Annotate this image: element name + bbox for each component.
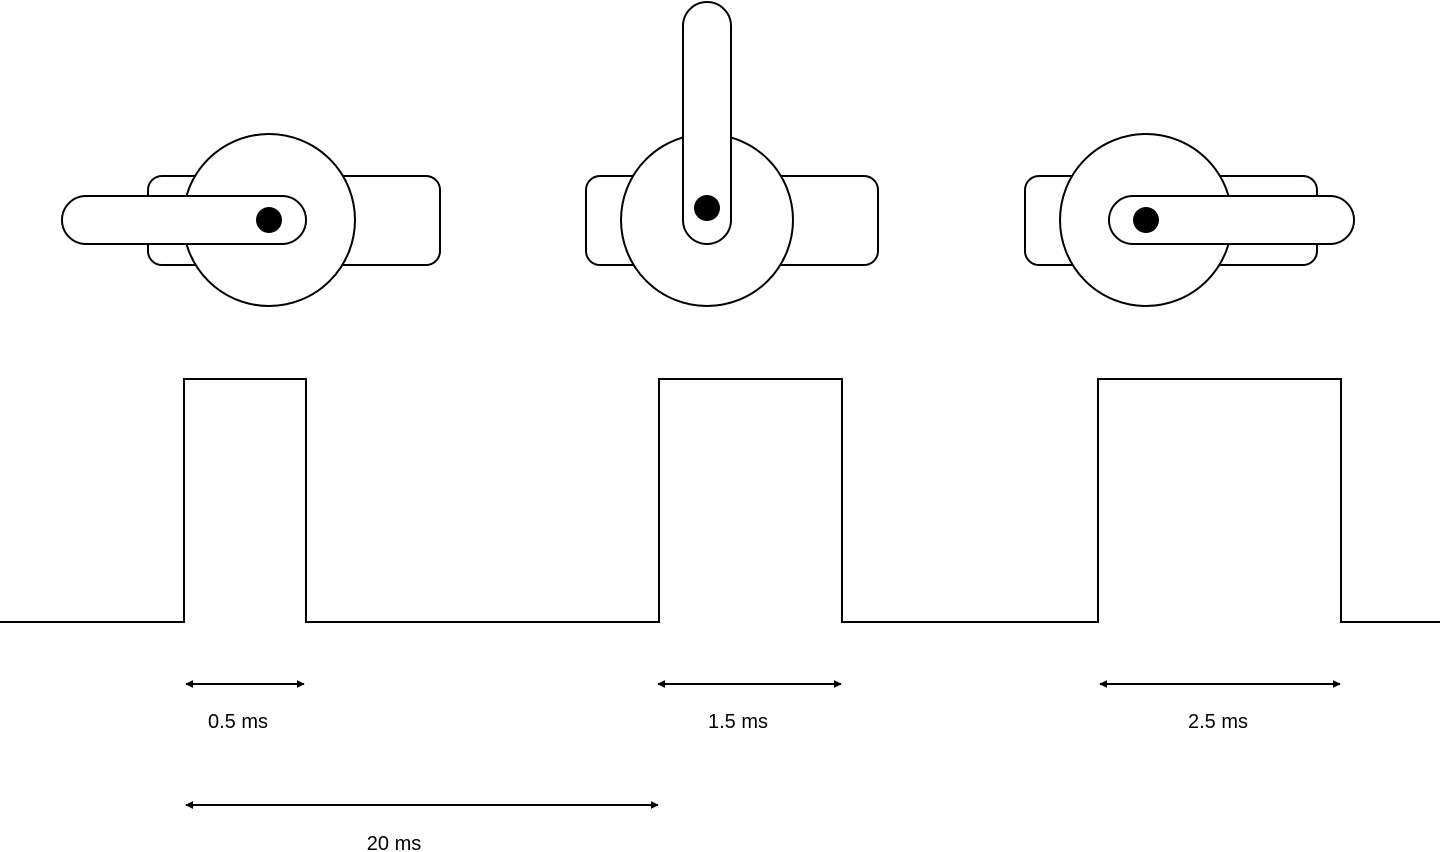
servo-center-horn <box>682 1 732 245</box>
servo-center <box>585 1 879 307</box>
servo-left-shaft <box>256 207 282 233</box>
pulse-3-label: 2.5 ms <box>1188 711 1248 733</box>
servo-left <box>61 133 441 307</box>
servo-right-shaft <box>1133 207 1159 233</box>
pulse-2-label: 1.5 ms <box>708 711 768 733</box>
servo-left-horn <box>61 195 307 245</box>
servo-center-shaft <box>694 195 720 221</box>
servo-right <box>1024 133 1355 307</box>
servo-right-horn <box>1108 195 1355 245</box>
period-label: 20 ms <box>367 833 421 852</box>
pulse-1-label: 0.5 ms <box>208 711 268 733</box>
pwm-waveform <box>0 378 1440 623</box>
